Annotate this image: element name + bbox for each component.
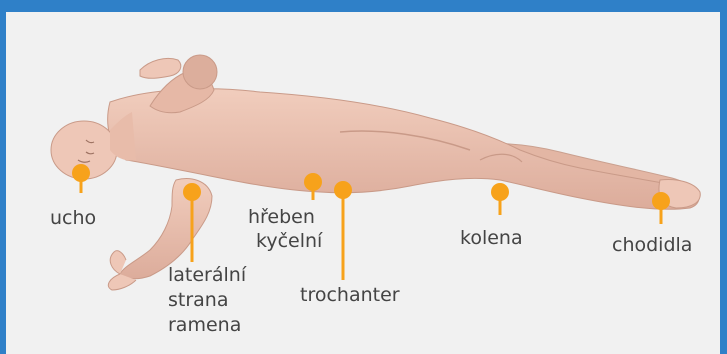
label-shoulder-line2: strana [168, 289, 229, 311]
marker-ear [72, 164, 90, 193]
label-iliac-crest-line2: kyčelní [256, 230, 322, 252]
label-ear: ucho [50, 207, 96, 229]
label-trochanter: trochanter [300, 284, 400, 306]
label-knees: kolena [460, 227, 523, 249]
marker-knees [491, 183, 509, 215]
marker-iliac-crest [304, 173, 322, 200]
marker-trochanter [334, 181, 352, 280]
raised-fingers [140, 58, 181, 78]
label-shoulder-line1: laterální [168, 264, 246, 286]
raised-fist [183, 55, 217, 89]
label-feet: chodidla [612, 234, 692, 256]
label-shoulder-line3: ramena [168, 314, 241, 336]
label-iliac-crest-line1: hřeben [248, 206, 315, 228]
